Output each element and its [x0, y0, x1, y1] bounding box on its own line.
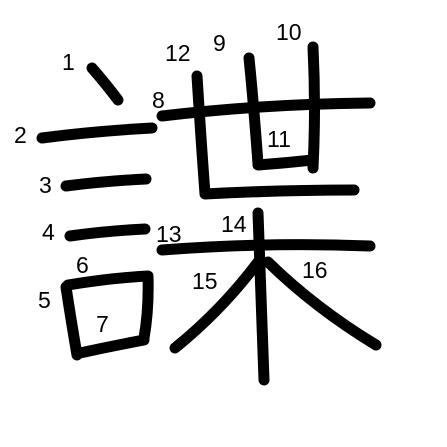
stroke-16: [262, 256, 382, 351]
stroke-2: [36, 122, 158, 144]
stroke-number-10: 10: [276, 19, 302, 45]
stroke-6: [62, 270, 154, 344]
kanji-strokes: [36, 41, 382, 386]
stroke-8: [156, 97, 376, 122]
stroke-number-1: 1: [62, 49, 75, 75]
stroke-order-numbers: 1 2 3 4 5 6 7 8 9 10 11 12 13 14 15 16: [14, 19, 328, 337]
stroke-number-6: 6: [76, 252, 89, 278]
stroke-number-11: 11: [267, 126, 291, 152]
stroke-4: [64, 223, 151, 242]
stroke-9: [243, 52, 264, 170]
stroke-1: [86, 62, 124, 106]
stroke-14: [252, 207, 270, 386]
stroke-number-13: 13: [156, 221, 182, 247]
stroke-7: [74, 334, 150, 359]
stroke-number-4: 4: [42, 219, 55, 245]
stroke-3: [60, 173, 152, 192]
stroke-number-7: 7: [96, 311, 109, 337]
stroke-number-3: 3: [39, 172, 52, 198]
stroke-number-15: 15: [192, 268, 218, 294]
stroke-13: [156, 239, 376, 256]
stroke-5: [60, 281, 83, 361]
stroke-number-14: 14: [221, 211, 247, 237]
stroke-number-16: 16: [302, 257, 328, 283]
stroke-number-9: 9: [213, 30, 226, 56]
stroke-11: [252, 154, 319, 171]
stroke-number-2: 2: [14, 122, 27, 148]
stroke-number-8: 8: [152, 87, 165, 113]
stroke-10: [307, 41, 320, 174]
stroke-15: [169, 256, 264, 354]
stroke-12: [191, 70, 360, 200]
stroke-number-12: 12: [165, 40, 191, 66]
stroke-number-5: 5: [38, 287, 51, 313]
